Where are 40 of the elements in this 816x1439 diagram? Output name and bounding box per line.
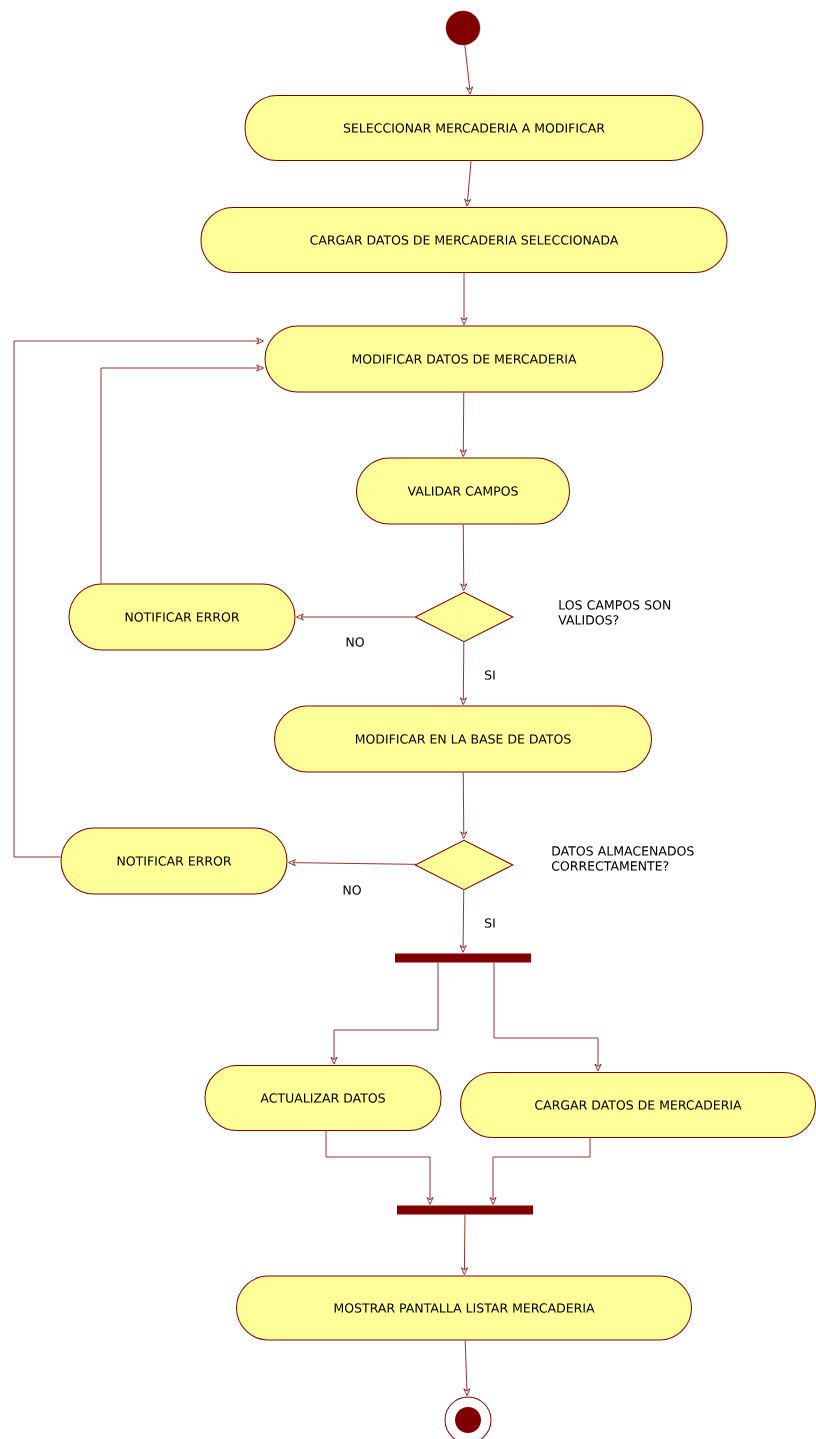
activity-box: ACTUALIZAR DATOS bbox=[204, 1065, 442, 1131]
activity-box: NOTIFICAR ERROR bbox=[68, 583, 296, 651]
condition-text: LOS CAMPOS SON VALIDOS? bbox=[558, 600, 671, 625]
arrow bbox=[464, 160, 472, 207]
activity-box: VALIDAR CAMPOS bbox=[356, 457, 570, 525]
arrow bbox=[464, 44, 473, 95]
decision-diamond bbox=[414, 839, 514, 891]
end-node bbox=[444, 1396, 492, 1439]
edge-label: NO bbox=[344, 636, 366, 648]
activity-box: MODIFICAR EN LA BASE DE DATOS bbox=[274, 705, 652, 773]
arrow bbox=[463, 1340, 471, 1396]
arrow bbox=[100, 364, 264, 584]
arrow bbox=[325, 1130, 434, 1205]
sync-bar bbox=[397, 1205, 533, 1215]
arrow bbox=[493, 962, 602, 1072]
condition-text: DATOS ALMACENADOS CORRECTAMENTE? bbox=[551, 846, 694, 871]
arrow bbox=[330, 962, 439, 1065]
arrow bbox=[460, 772, 468, 840]
edge-label: SI bbox=[483, 917, 497, 929]
arrow bbox=[460, 524, 468, 591]
start-node bbox=[445, 10, 481, 46]
arrow bbox=[459, 889, 467, 953]
sync-bar bbox=[395, 953, 531, 963]
arrow bbox=[489, 1137, 591, 1205]
activity-box: CARGAR DATOS DE MERCADERIA bbox=[460, 1072, 816, 1138]
activity-box: SELECCIONAR MERCADERIA A MODIFICAR bbox=[244, 95, 704, 161]
edge-label: NO bbox=[341, 884, 363, 896]
arrow bbox=[296, 613, 415, 621]
activity-box: NOTIFICAR ERROR bbox=[60, 827, 288, 895]
arrow bbox=[460, 1214, 468, 1275]
arrow bbox=[13, 337, 264, 858]
arrow bbox=[459, 392, 467, 457]
activity-box: CARGAR DATOS DE MERCADERIA SELECCIONADA bbox=[200, 207, 728, 273]
edge-label: SI bbox=[483, 669, 497, 681]
activity-box: MOSTRAR PANTALLA LISTAR MERCADERIA bbox=[236, 1275, 692, 1341]
arrow bbox=[459, 642, 467, 705]
activity-box: MODIFICAR DATOS DE MERCADERIA bbox=[264, 325, 664, 393]
arrow bbox=[460, 272, 468, 325]
arrow bbox=[288, 859, 417, 867]
decision-diamond bbox=[414, 591, 514, 643]
